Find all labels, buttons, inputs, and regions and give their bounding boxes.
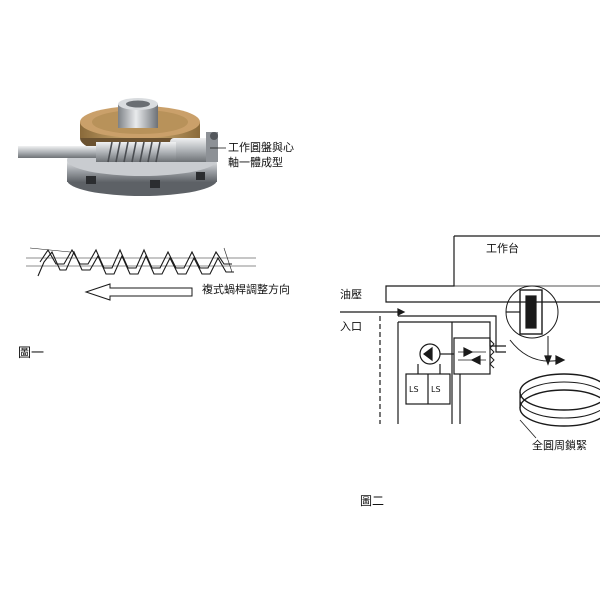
figure1-caption: 圖一	[18, 346, 45, 361]
worm-adjust-label: 複式蝸桿調整方向	[202, 283, 290, 296]
hydraulic-lock-schematic	[340, 235, 600, 439]
full-circumference-lock-label: 全圓周鎖緊	[532, 439, 587, 452]
rotary-table-label-line1: 工作圓盤與心	[228, 141, 294, 154]
limit-switch-right-label: LS	[431, 385, 441, 394]
worm-thread-profile	[26, 247, 256, 277]
adjust-direction-arrow	[84, 283, 193, 301]
rotary-table-label-line2: 軸一體成型	[228, 156, 283, 169]
rotary-table-image	[18, 98, 218, 196]
figure2-caption: 圖二	[360, 494, 385, 508]
worktable-label: 工作台	[486, 242, 519, 255]
limit-switch-left-label: LS	[409, 385, 419, 394]
inlet-label: 入口	[340, 320, 362, 333]
oil-pressure-label: 油壓	[340, 288, 362, 301]
